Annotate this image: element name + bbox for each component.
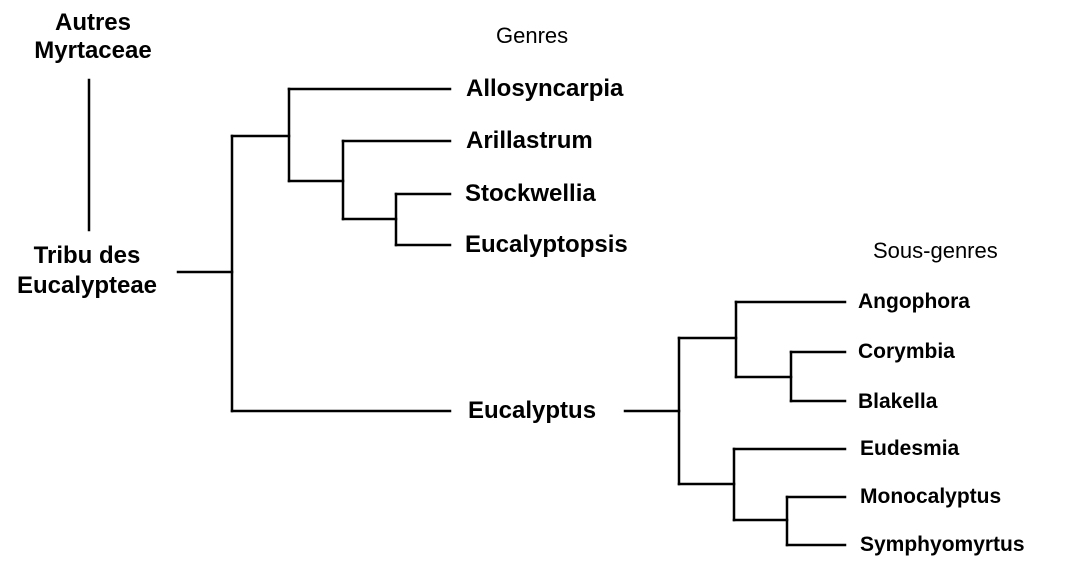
genus-label-eucalyptopsis: Eucalyptopsis	[465, 231, 628, 258]
subgenus-label-angophora: Angophora	[858, 290, 970, 313]
genus-label-arillastrum: Arillastrum	[466, 127, 593, 154]
genus-label-allosyncarpia: Allosyncarpia	[466, 75, 624, 102]
outgroup-label-line2: Myrtaceae	[34, 37, 152, 64]
outgroup-label-line1: Autres	[54, 9, 132, 36]
genres-header: Genres	[496, 23, 569, 48]
subgenus-label-corymbia: Corymbia	[858, 340, 955, 363]
outgroup-label: Autres Myrtaceae	[22, 11, 164, 67]
genus-label-eucalyptus: Eucalyptus	[468, 397, 597, 424]
genus-label-stockwellia: Stockwellia	[465, 180, 596, 207]
root-label-line1: Tribu des	[33, 242, 141, 269]
subgenus-label-blakella: Blakella	[858, 390, 938, 413]
sous-genres-header: Sous-genres	[873, 238, 998, 263]
subgenus-label-monocalyptus: Monocalyptus	[860, 485, 1002, 508]
subgenus-label-eudesmia: Eudesmia	[860, 437, 960, 460]
root-label-line2: Eucalypteae	[16, 272, 158, 299]
subgenus-label-symphyomyrtus: Symphyomyrtus	[860, 533, 1025, 556]
root-label: Tribu des Eucalypteae	[12, 244, 162, 304]
